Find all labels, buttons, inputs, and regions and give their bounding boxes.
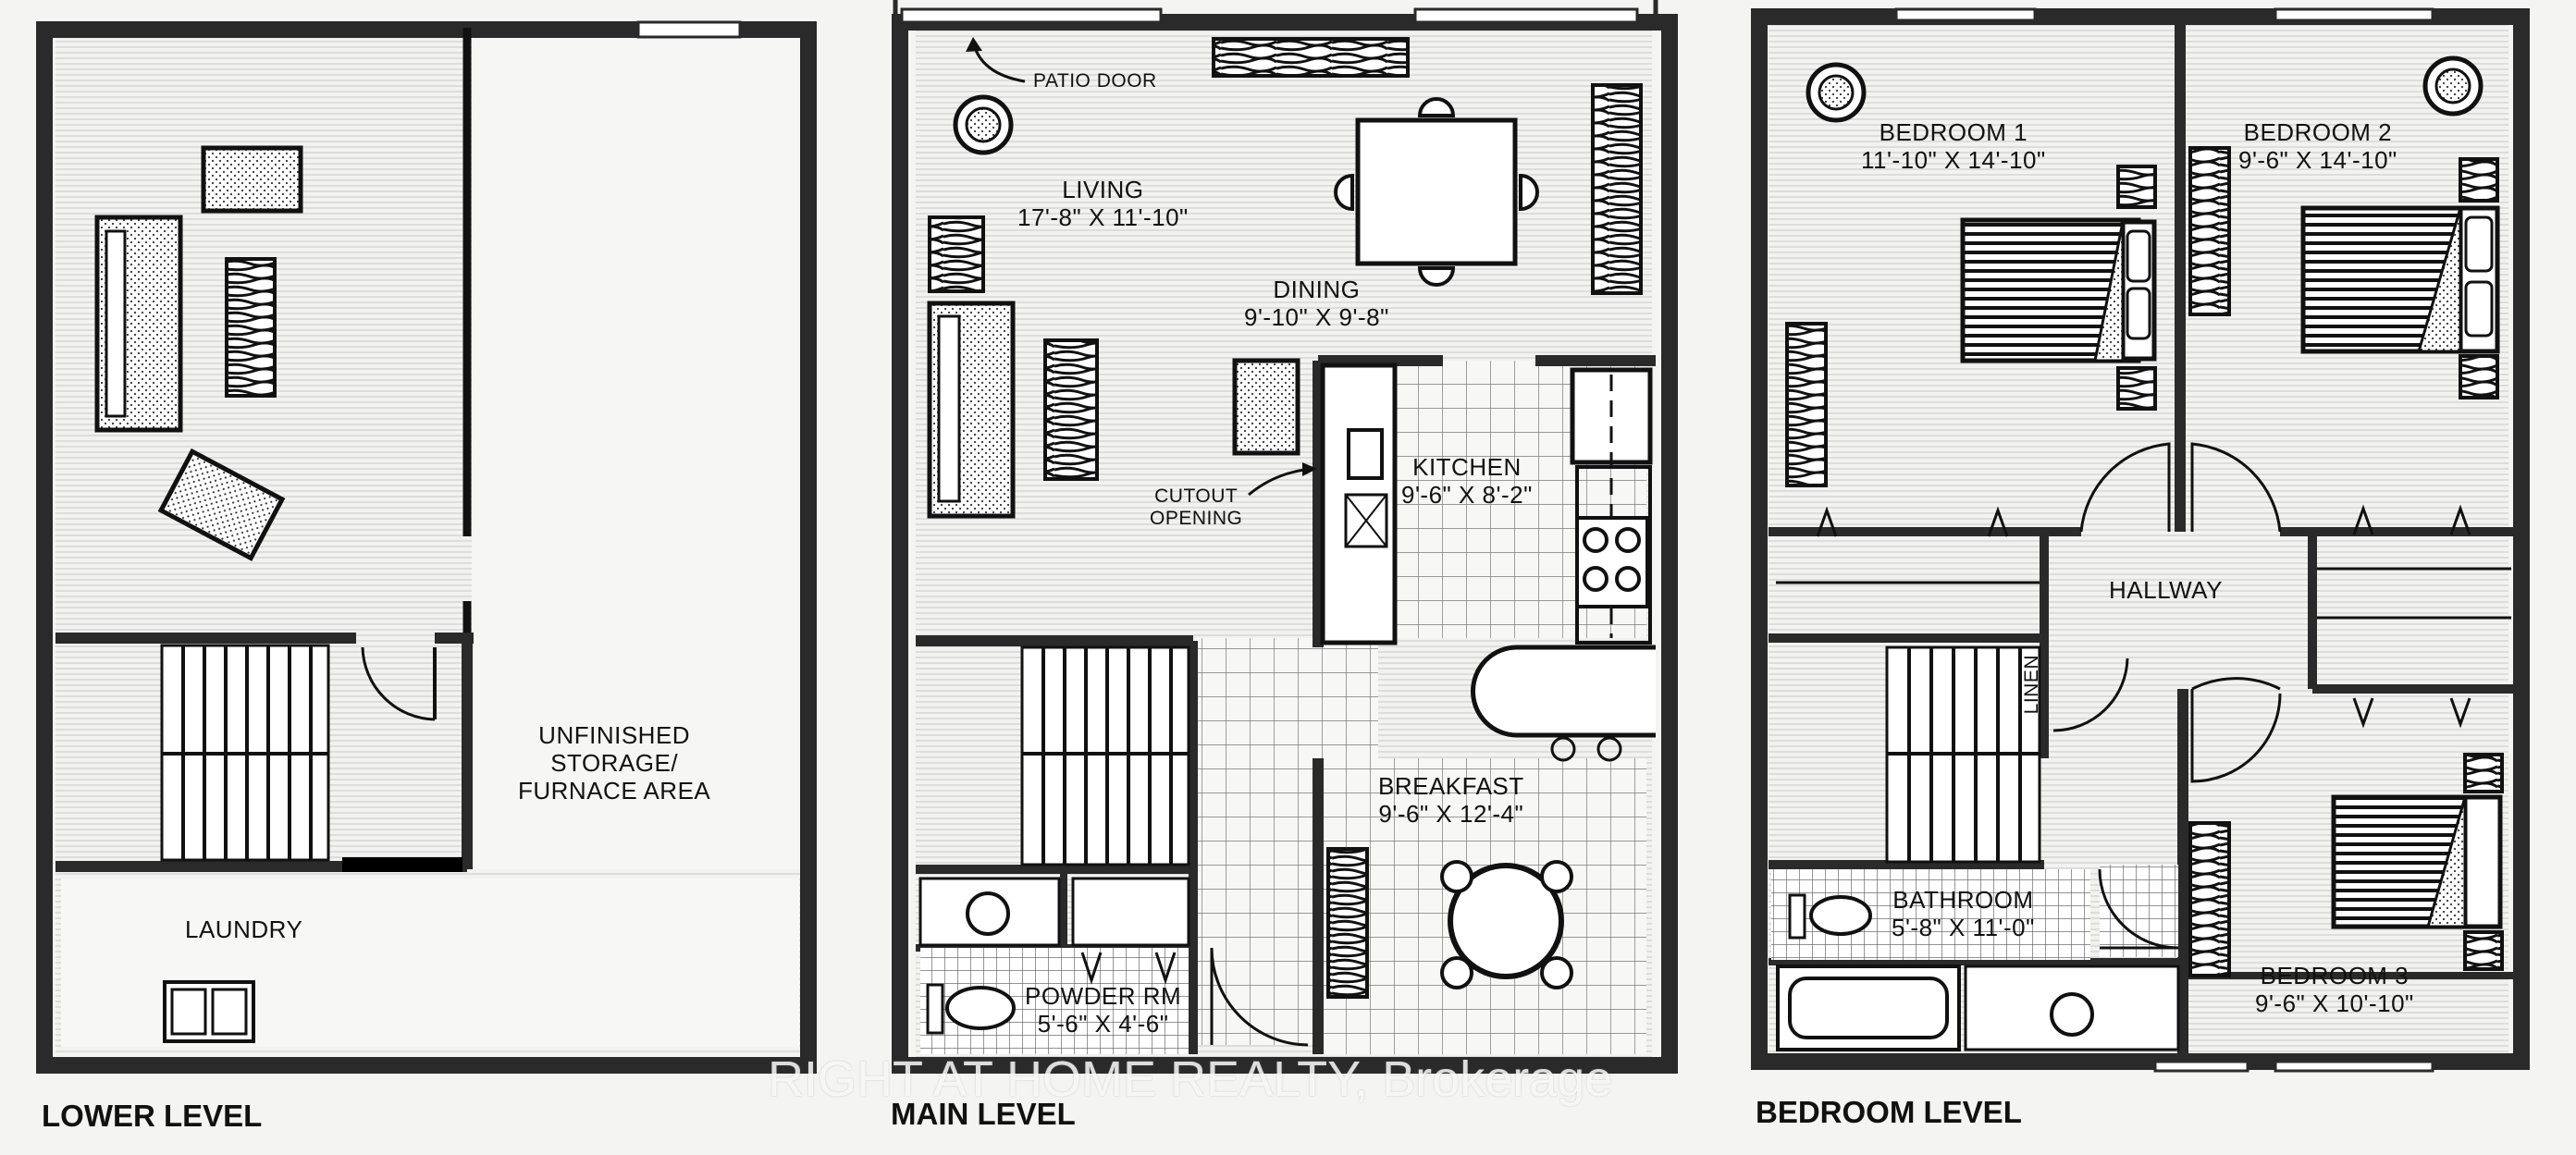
- powder-room-dimensions: 5'-6" X 4'-6": [1037, 1010, 1169, 1038]
- living-room-dimensions: 17'-8" X 11'-10": [1017, 203, 1189, 231]
- powder-room-name: POWDER RM: [1025, 982, 1182, 1010]
- lower-level-plan: [36, 20, 817, 1074]
- bedroom1-dimensions: 11'-10" X 14'-10": [1861, 146, 2046, 174]
- brokerage-watermark: RIGHT AT HOME REALTY, Brokerage: [768, 1051, 1613, 1107]
- bathroom-dimensions: 5'-8" X 11'-0": [1892, 914, 2035, 941]
- patio-door-label: PATIO DOOR: [1033, 70, 1157, 92]
- lower-level-title: LOWER LEVEL: [42, 1099, 263, 1133]
- bedroom2-label: BEDROOM 2 9'-6" X 14'-10": [2238, 118, 2397, 174]
- bedroom1-name: BEDROOM 1: [1879, 118, 2028, 146]
- bedroom3-name: BEDROOM 3: [2260, 962, 2410, 989]
- dining-room-label: DINING 9'-10" X 9'-8": [1244, 276, 1389, 331]
- bedroom-level-plan: [1751, 7, 2530, 1073]
- bedroom-level-title: BEDROOM LEVEL: [1756, 1095, 2022, 1129]
- living-room-label: LIVING 17'-8" X 11'-10": [1017, 176, 1189, 231]
- bedroom1-label: BEDROOM 1 11'-10" X 14'-10": [1861, 118, 2046, 174]
- main-level-title: MAIN LEVEL: [891, 1097, 1076, 1131]
- bedroom3-label: BEDROOM 3 9'-6" X 10'-10": [2255, 962, 2414, 1017]
- main-level-plan: [892, 0, 1678, 1074]
- bedroom3-dimensions: 9'-6" X 10'-10": [2255, 989, 2414, 1017]
- bathroom-name: BATHROOM: [1892, 886, 2034, 914]
- bathroom-label: BATHROOM 5'-8" X 11'-0": [1892, 886, 2035, 941]
- living-room-name: LIVING: [1062, 176, 1144, 203]
- breakfast-label: BREAKFAST 9'-6" X 12'-4": [1378, 772, 1524, 828]
- dining-room-name: DINING: [1273, 276, 1361, 303]
- bedroom2-dimensions: 9'-6" X 14'-10": [2238, 146, 2397, 174]
- storage-room-label: UNFINISHED STORAGE/ FURNACE AREA: [518, 721, 711, 805]
- kitchen-label: KITCHEN 9'-6" X 8'-2": [1401, 453, 1533, 509]
- laundry-room-label: LAUNDRY: [185, 915, 303, 943]
- dining-room-dimensions: 9'-10" X 9'-8": [1244, 303, 1389, 331]
- kitchen-dimensions: 9'-6" X 8'-2": [1401, 481, 1533, 509]
- bedroom2-name: BEDROOM 2: [2243, 118, 2393, 146]
- kitchen-name: KITCHEN: [1412, 453, 1522, 481]
- breakfast-name: BREAKFAST: [1378, 772, 1524, 800]
- powder-room-label: POWDER RM 5'-6" X 4'-6": [1025, 982, 1181, 1038]
- hallway-label: HALLWAY: [2109, 576, 2223, 604]
- breakfast-dimensions: 9'-6" X 12'-4": [1378, 800, 1524, 828]
- linen-closet-label: LINEN: [2021, 655, 2042, 715]
- cutout-opening-label: CUTOUT OPENING: [1150, 485, 1243, 529]
